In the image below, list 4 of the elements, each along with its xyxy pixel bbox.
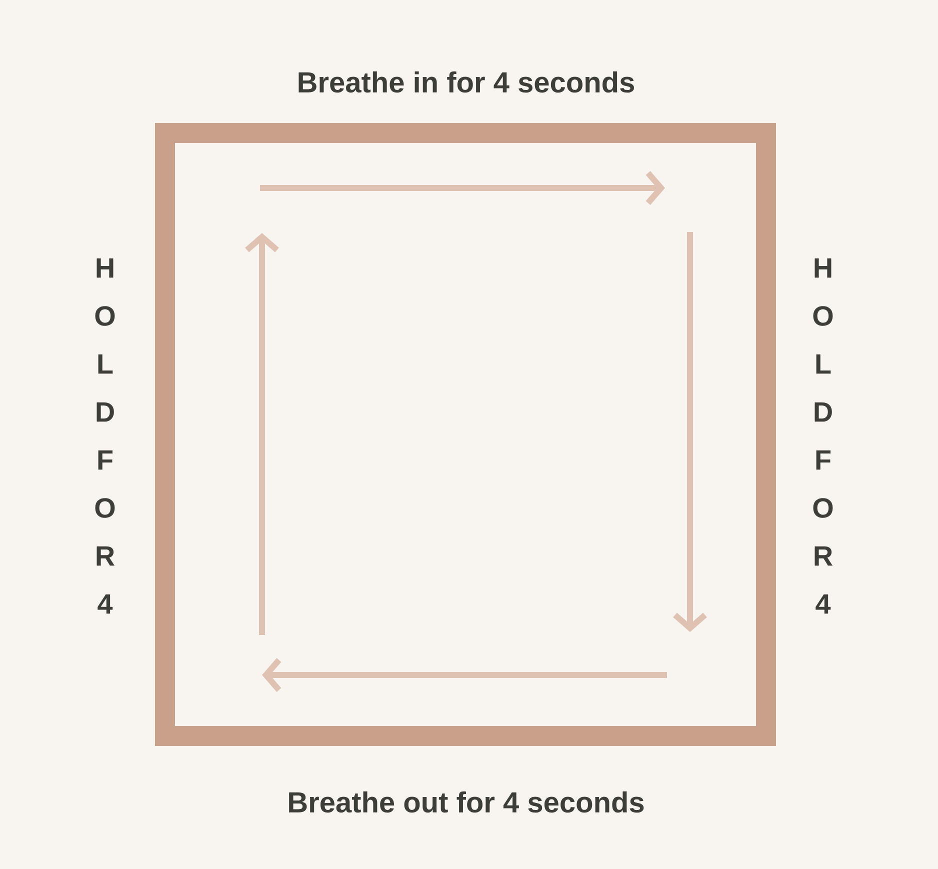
vertical-label: HOLD FOR 4 bbox=[813, 258, 833, 614]
caption-label: Breathe out for 4 seconds bbox=[289, 791, 644, 813]
vertical-label: HOLD FOR 4 bbox=[95, 258, 115, 614]
caption-label: Breathe in for 4 seconds bbox=[298, 71, 634, 93]
